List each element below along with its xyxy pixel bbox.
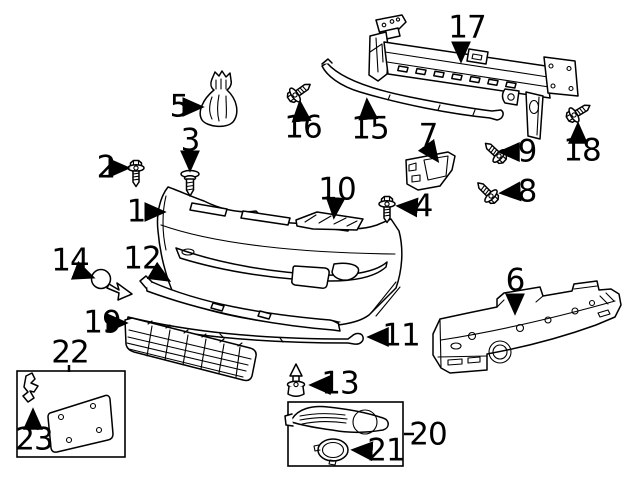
callout-14: 14 <box>51 242 89 279</box>
part-lower-grille <box>124 317 257 382</box>
part-screw-2 <box>127 159 145 188</box>
callout-4: 4 <box>413 188 434 225</box>
callout-11: 11 <box>382 317 420 354</box>
callout-arrows <box>23 41 588 462</box>
callout-5: 5 <box>169 88 190 125</box>
callout-3: 3 <box>180 122 201 159</box>
arrow-16 <box>291 99 312 123</box>
callout-2: 2 <box>96 149 117 186</box>
part-impact-absorber <box>432 280 622 374</box>
part-fog-lamp-cover <box>313 438 349 466</box>
kit-box-license-bracket <box>16 370 126 458</box>
arrow-15 <box>358 97 379 121</box>
arrow-21 <box>350 441 374 462</box>
part-hardware-bag <box>199 70 238 128</box>
callout-19: 19 <box>83 304 121 341</box>
callout-8: 8 <box>517 173 538 210</box>
part-upper-seal-strip <box>321 58 504 121</box>
part-bumper-reinforcement <box>368 14 579 140</box>
arrow-10 <box>325 196 346 220</box>
part-license-bracket-clip <box>22 372 39 403</box>
arrow-14 <box>70 260 96 280</box>
callout-17: 17 <box>448 9 486 46</box>
part-bumper-cover <box>156 186 403 327</box>
part-bolt-18 <box>562 97 595 127</box>
callout-1: 1 <box>126 193 147 230</box>
part-push-pin-13 <box>286 363 306 397</box>
callout-15: 15 <box>351 110 389 147</box>
callout-16: 16 <box>284 109 322 146</box>
arrow-4 <box>395 197 419 218</box>
arrow-8 <box>498 181 522 202</box>
callout-23: 23 <box>15 421 53 458</box>
arrow-12 <box>146 261 172 282</box>
part-center-bracket <box>295 211 364 231</box>
part-bolt-8 <box>471 176 503 208</box>
part-screw-16 <box>283 77 316 107</box>
part-bolt-4 <box>378 195 396 224</box>
callout-10: 10 <box>318 171 356 208</box>
callout-6: 6 <box>505 262 526 299</box>
callout-13: 13 <box>321 365 359 402</box>
callout-18: 18 <box>563 132 601 169</box>
callout-9: 9 <box>517 133 538 170</box>
kit-box-fog-lamp <box>284 401 404 467</box>
part-push-clip-3 <box>180 169 200 197</box>
callout-20: 20 <box>409 416 447 453</box>
callout-22: 22 <box>51 334 89 371</box>
part-fog-lamp-bezel <box>290 405 389 433</box>
callout-12: 12 <box>123 240 161 277</box>
callout-7: 7 <box>418 117 439 154</box>
part-side-bracket <box>405 151 456 191</box>
callout-21: 21 <box>367 432 405 469</box>
arrow-7 <box>417 138 440 164</box>
part-tow-hook-cover <box>90 268 133 301</box>
